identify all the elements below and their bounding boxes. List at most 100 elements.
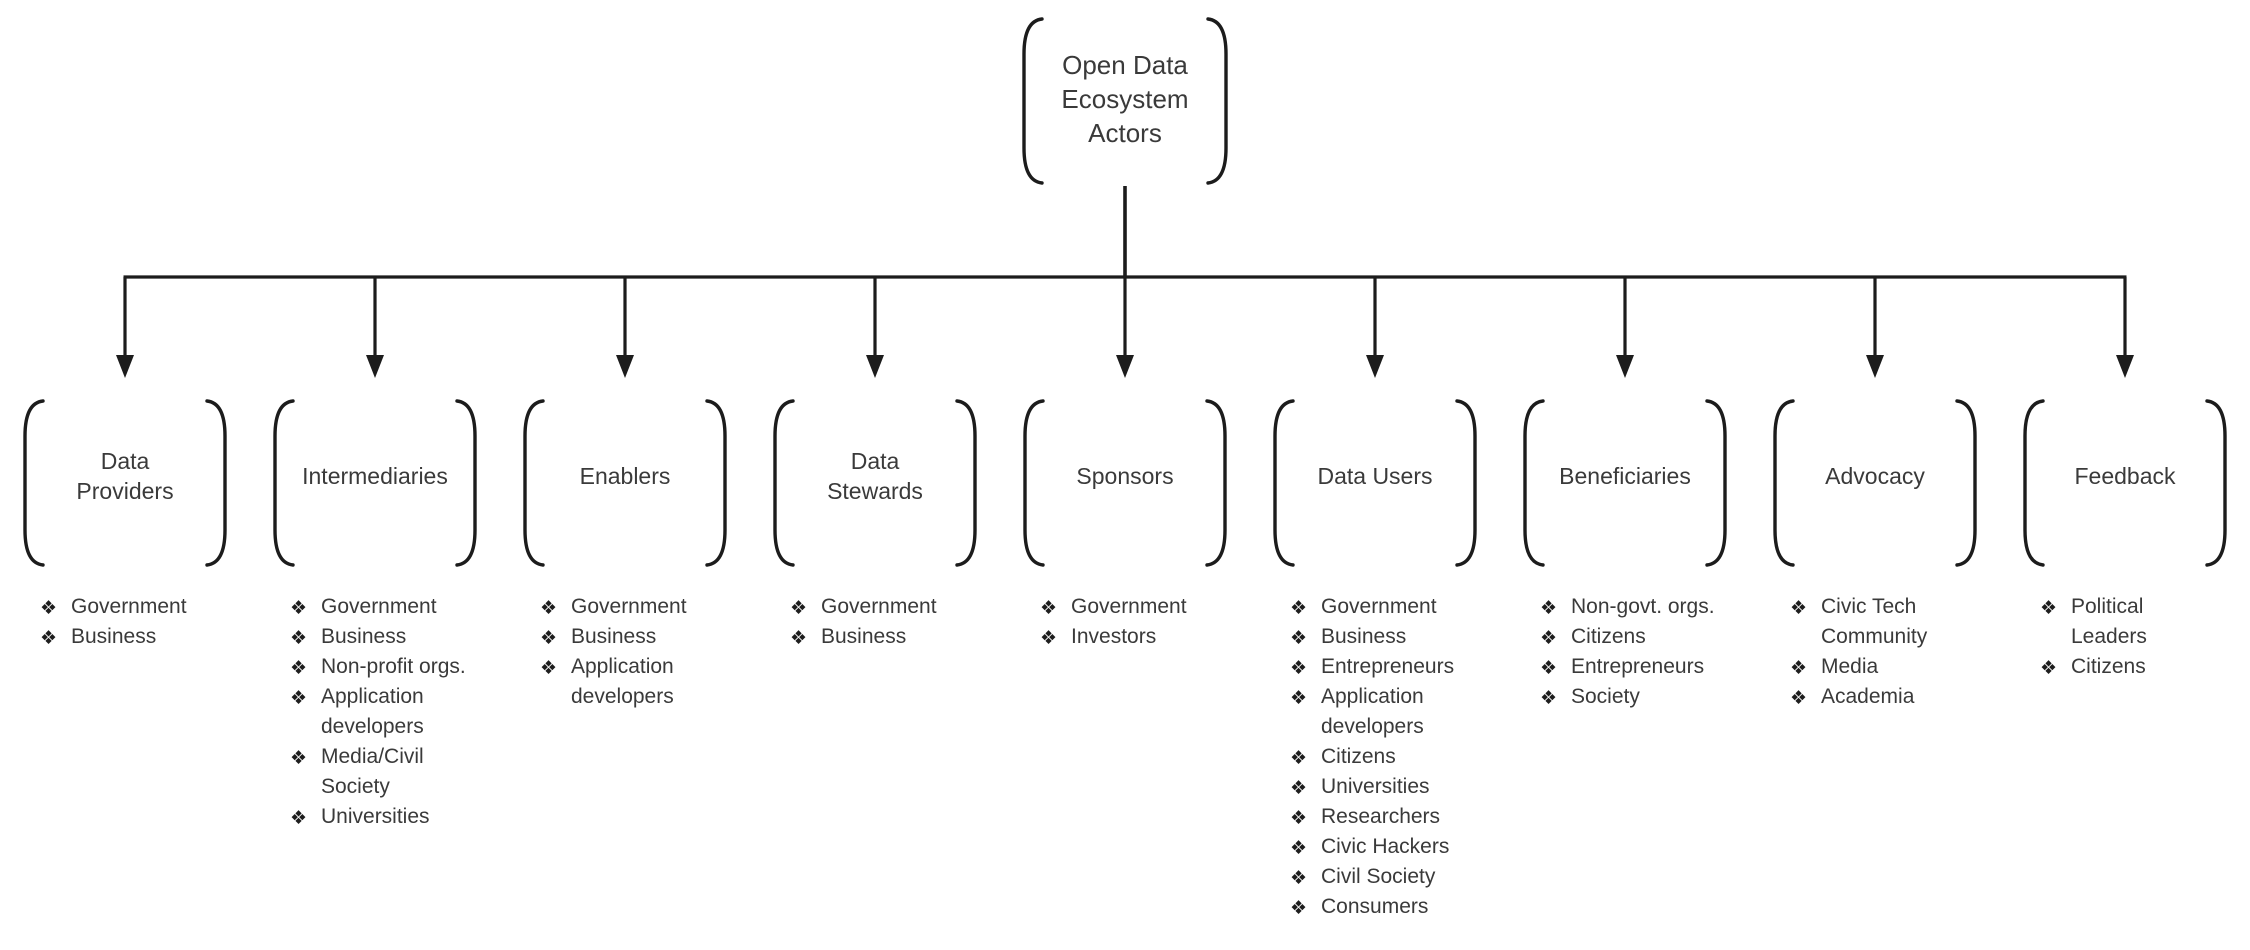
list-item: ❖Political Leaders xyxy=(2040,595,2147,648)
branch-node: Data Providers xyxy=(20,398,230,568)
list-item: ❖Government xyxy=(290,592,496,622)
right-bracket-icon xyxy=(205,399,227,567)
branch-node: Advocacy xyxy=(1770,398,1980,568)
left-bracket-icon xyxy=(1273,399,1295,567)
list-item: ❖Government xyxy=(1040,592,1246,622)
list-item: ❖Universities xyxy=(1290,772,1496,802)
branch-node-label: Feedback xyxy=(2074,463,2176,489)
branch-item-list: ❖Government❖Business❖Application develop… xyxy=(500,592,750,712)
branch-item-list: ❖Government❖Business❖Non-profit orgs.❖Ap… xyxy=(250,592,500,832)
diamond-bullet-icon: ❖ xyxy=(790,597,808,619)
list-item: ❖Media/Civil Society xyxy=(290,745,424,798)
branch-node-label: Enablers xyxy=(579,463,671,489)
diamond-bullet-icon: ❖ xyxy=(1290,687,1308,709)
diamond-bullet-icon: ❖ xyxy=(1790,687,1808,709)
list-item: ❖Citizens xyxy=(1540,622,1746,652)
branch-column: Intermediaries ❖Government❖Business❖Non-… xyxy=(250,398,500,832)
branch-column: Data Providers ❖Government❖Business xyxy=(0,398,250,652)
branch-node-label: Data Stewards xyxy=(827,448,923,504)
right-bracket-icon xyxy=(2205,399,2227,567)
diamond-bullet-icon: ❖ xyxy=(540,597,558,619)
branch-node-label: Data Users xyxy=(1317,463,1433,489)
branch-column: Sponsors ❖Government❖Investors xyxy=(1000,398,1250,652)
list-item: ❖Government xyxy=(790,592,996,622)
diamond-bullet-icon: ❖ xyxy=(1540,597,1558,619)
list-item: ❖Citizens xyxy=(2040,652,2246,682)
diamond-bullet-icon: ❖ xyxy=(1290,627,1308,649)
left-bracket-icon xyxy=(1022,17,1044,185)
diamond-bullet-icon: ❖ xyxy=(540,627,558,649)
branch-column: Enablers ❖Government❖Business❖Applicatio… xyxy=(500,398,750,712)
right-bracket-icon xyxy=(955,399,977,567)
diamond-bullet-icon: ❖ xyxy=(1290,777,1308,799)
diamond-bullet-icon: ❖ xyxy=(40,597,58,619)
right-bracket-icon xyxy=(1205,399,1227,567)
branch-column: Advocacy ❖Civic Tech Community ❖Media❖Aca… xyxy=(1750,398,2000,712)
branch-node-label: Sponsors xyxy=(1076,463,1174,489)
left-bracket-icon xyxy=(273,399,295,567)
right-bracket-icon xyxy=(1455,399,1477,567)
diamond-bullet-icon: ❖ xyxy=(1290,897,1308,919)
branch-item-list: ❖Government❖Business xyxy=(750,592,1000,652)
diamond-bullet-icon: ❖ xyxy=(1790,657,1808,679)
branch-node: Data Users xyxy=(1270,398,1480,568)
diamond-bullet-icon: ❖ xyxy=(1290,867,1308,889)
branch-node: Data Stewards xyxy=(770,398,980,568)
branch-node-label: Data Providers xyxy=(76,448,174,504)
diamond-bullet-icon: ❖ xyxy=(290,807,308,829)
diamond-bullet-icon: ❖ xyxy=(540,657,558,679)
right-bracket-icon xyxy=(1705,399,1727,567)
list-item: ❖Business xyxy=(290,622,496,652)
right-bracket-icon xyxy=(455,399,477,567)
list-item: ❖Entrepreneurs xyxy=(1540,652,1746,682)
right-bracket-icon xyxy=(1955,399,1977,567)
diamond-bullet-icon: ❖ xyxy=(1540,627,1558,649)
list-item: ❖Academia xyxy=(1790,682,1996,712)
left-bracket-icon xyxy=(2023,399,2045,567)
branch-node-label: Advocacy xyxy=(1825,463,1925,489)
root-node: Open Data Ecosystem Actors xyxy=(1019,16,1231,186)
branch-node: Beneficiaries xyxy=(1520,398,1730,568)
list-item: ❖Business xyxy=(40,622,246,652)
right-bracket-icon xyxy=(705,399,727,567)
diamond-bullet-icon: ❖ xyxy=(290,747,308,769)
diamond-bullet-icon: ❖ xyxy=(290,627,308,649)
list-item: ❖Business xyxy=(540,622,746,652)
list-item: ❖Application developers xyxy=(1290,685,1424,738)
branch-column: Data Stewards ❖Government❖Business xyxy=(750,398,1000,652)
diamond-bullet-icon: ❖ xyxy=(2040,597,2058,619)
diamond-bullet-icon: ❖ xyxy=(290,657,308,679)
branch-node: Sponsors xyxy=(1020,398,1230,568)
diamond-bullet-icon: ❖ xyxy=(1790,597,1808,619)
left-bracket-icon xyxy=(523,399,545,567)
left-bracket-icon xyxy=(23,399,45,567)
left-bracket-icon xyxy=(1023,399,1045,567)
list-item: ❖Media xyxy=(1790,652,1996,682)
branch-item-list: ❖Government❖Business❖Entrepreneurs❖Appli… xyxy=(1250,592,1500,922)
diamond-bullet-icon: ❖ xyxy=(2040,657,2058,679)
list-item: ❖Universities xyxy=(290,802,496,832)
list-item: ❖Civic Hackers xyxy=(1290,832,1496,862)
list-item: ❖Non-govt. orgs. xyxy=(1540,592,1746,622)
diamond-bullet-icon: ❖ xyxy=(1290,837,1308,859)
list-item: ❖Government xyxy=(1290,592,1496,622)
list-item: ❖Citizens xyxy=(1290,742,1496,772)
branch-item-list: ❖Government❖Investors xyxy=(1000,592,1250,652)
diamond-bullet-icon: ❖ xyxy=(1040,597,1058,619)
root-node-label: Open Data Ecosystem Actors xyxy=(1061,50,1189,148)
left-bracket-icon xyxy=(773,399,795,567)
branch-item-list: ❖Civic Tech Community ❖Media❖Academia xyxy=(1750,592,2000,712)
right-bracket-icon xyxy=(1206,17,1228,185)
branch-item-list: ❖Non-govt. orgs.❖Citizens❖Entrepreneurs❖… xyxy=(1500,592,1750,712)
list-item: ❖Non-profit orgs. xyxy=(290,652,496,682)
list-item: ❖Investors xyxy=(1040,622,1246,652)
list-item: ❖Civil Society xyxy=(1290,862,1496,892)
branch-column: Data Users ❖Government❖Business❖Entrepre… xyxy=(1250,398,1500,922)
list-item: ❖Civic Tech Community xyxy=(1790,595,1928,648)
branch-item-list: ❖Political Leaders ❖Citizens xyxy=(2000,592,2250,682)
diamond-bullet-icon: ❖ xyxy=(790,627,808,649)
list-item: ❖Society xyxy=(1540,682,1746,712)
list-item: ❖Application developers xyxy=(540,655,674,708)
